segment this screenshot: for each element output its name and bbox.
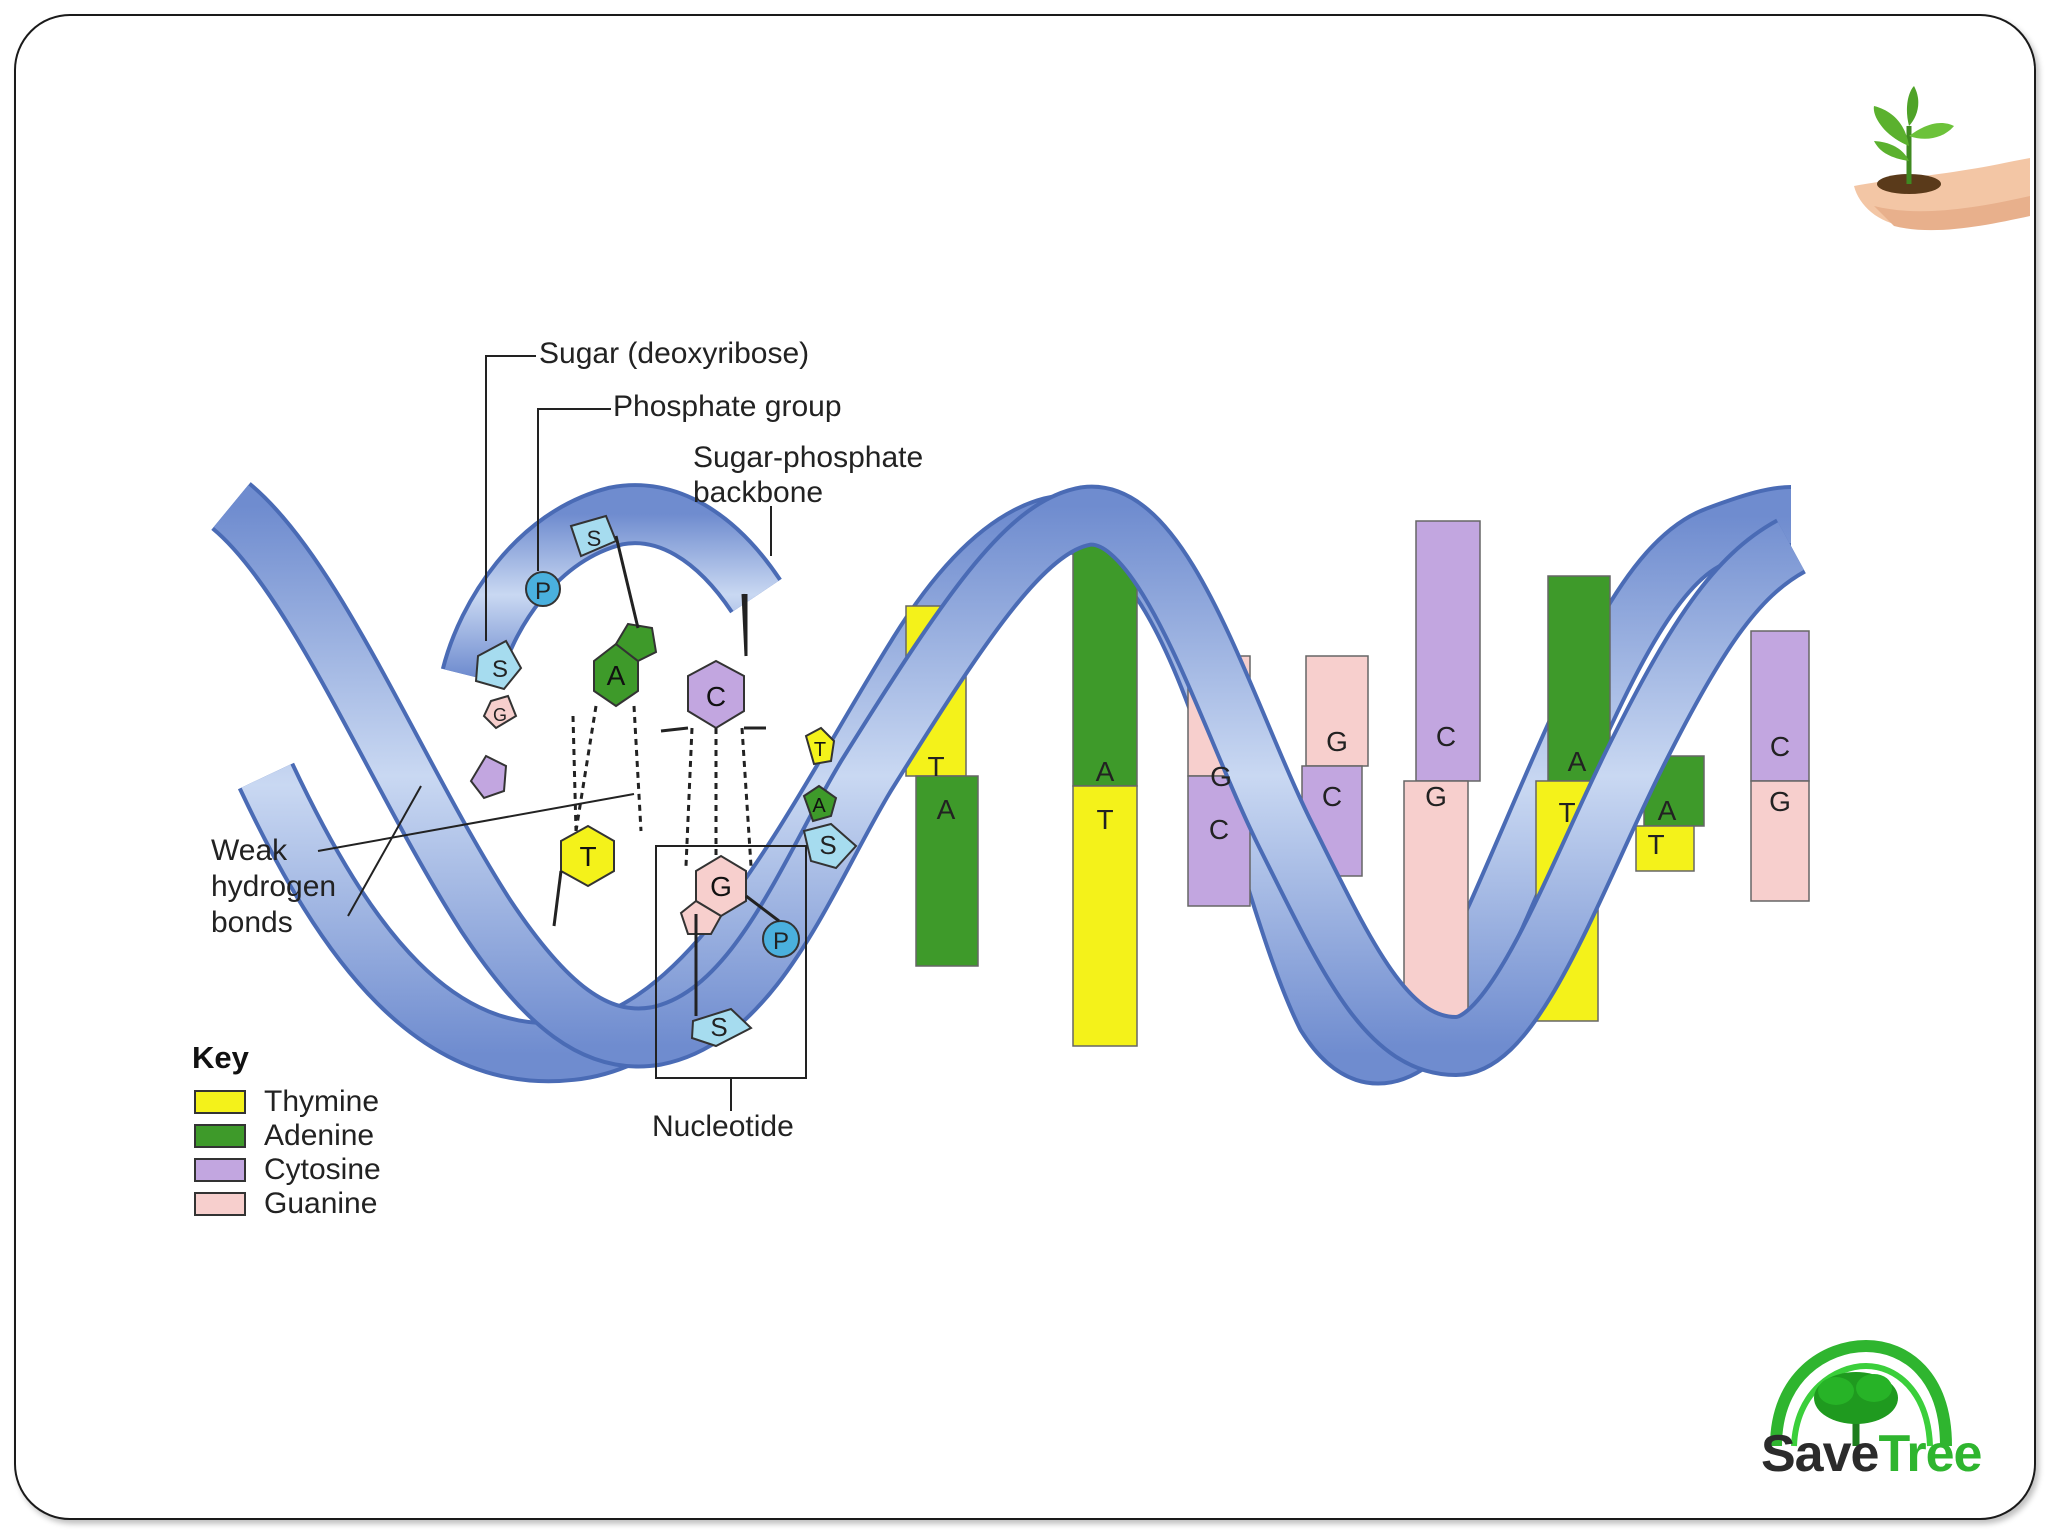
key-item-guanine: Guanine — [194, 1189, 377, 1219]
pair-4-top: G — [1326, 726, 1348, 757]
key-item-cytosine: Cytosine — [194, 1155, 381, 1185]
pair-5-bottom: G — [1425, 781, 1447, 812]
label-phosphate: Phosphate group — [613, 389, 842, 425]
slide: S P S G A T C — [14, 14, 2036, 1520]
key-item-adenine: Adenine — [194, 1121, 374, 1151]
svg-text:T: T — [579, 841, 596, 872]
pair-3-top: G — [1210, 761, 1232, 792]
pair-6-top: A — [1568, 746, 1587, 777]
label-backbone-2: backbone — [693, 475, 823, 511]
pair-2-top: A — [1096, 756, 1115, 787]
svg-text:S: S — [819, 830, 836, 860]
svg-text:P: P — [535, 578, 551, 605]
pair-8-bottom: G — [1769, 786, 1791, 817]
key-label-guanine: Guanine — [264, 1187, 377, 1221]
pair-4-bottom: C — [1322, 781, 1342, 812]
label-sugar: Sugar (deoxyribose) — [539, 336, 809, 372]
svg-text:P: P — [773, 928, 789, 955]
label-weak-1: Weak — [211, 833, 287, 869]
pair-8-top: C — [1770, 731, 1790, 762]
pair-1-bottom: A — [937, 794, 956, 825]
dna-helix-diagram: S P S G A T C — [16, 16, 2034, 1518]
cytosine-swatch — [194, 1158, 246, 1182]
logo-save: Save — [1761, 1425, 1878, 1483]
pair-1-top: T — [927, 751, 944, 782]
key-title: Key — [192, 1040, 249, 1076]
svg-text:A: A — [812, 795, 826, 817]
key-label-thymine: Thymine — [264, 1085, 379, 1119]
svg-text:A: A — [607, 660, 626, 691]
label-backbone-1: Sugar-phosphate — [693, 440, 923, 476]
svg-text:S: S — [492, 656, 508, 683]
svg-text:C: C — [706, 681, 726, 712]
guanine-swatch — [194, 1192, 246, 1216]
key-label-cytosine: Cytosine — [264, 1153, 381, 1187]
pair-7-bottom: T — [1647, 829, 1664, 860]
pair-7-top: A — [1658, 795, 1677, 826]
pair-3-bottom: C — [1209, 814, 1229, 845]
adenine-swatch — [194, 1124, 246, 1148]
savetree-logo-text: SaveTree — [1761, 1424, 1981, 1484]
svg-text:S: S — [587, 526, 602, 551]
logo-tree: Tree — [1878, 1425, 1981, 1483]
svg-text:G: G — [493, 705, 507, 725]
pair-2-bottom: T — [1096, 804, 1113, 835]
key-item-thymine: Thymine — [194, 1087, 379, 1117]
thymine-swatch — [194, 1090, 246, 1114]
svg-text:G: G — [710, 871, 732, 902]
svg-text:T: T — [814, 739, 826, 761]
label-weak-2: hydrogen — [211, 869, 336, 905]
label-nucleotide: Nucleotide — [652, 1109, 794, 1145]
key-label-adenine: Adenine — [264, 1119, 374, 1153]
svg-text:S: S — [710, 1012, 727, 1042]
label-weak-3: bonds — [211, 905, 293, 941]
pair-6-bottom: T — [1558, 797, 1575, 828]
pair-5-top: C — [1436, 721, 1456, 752]
